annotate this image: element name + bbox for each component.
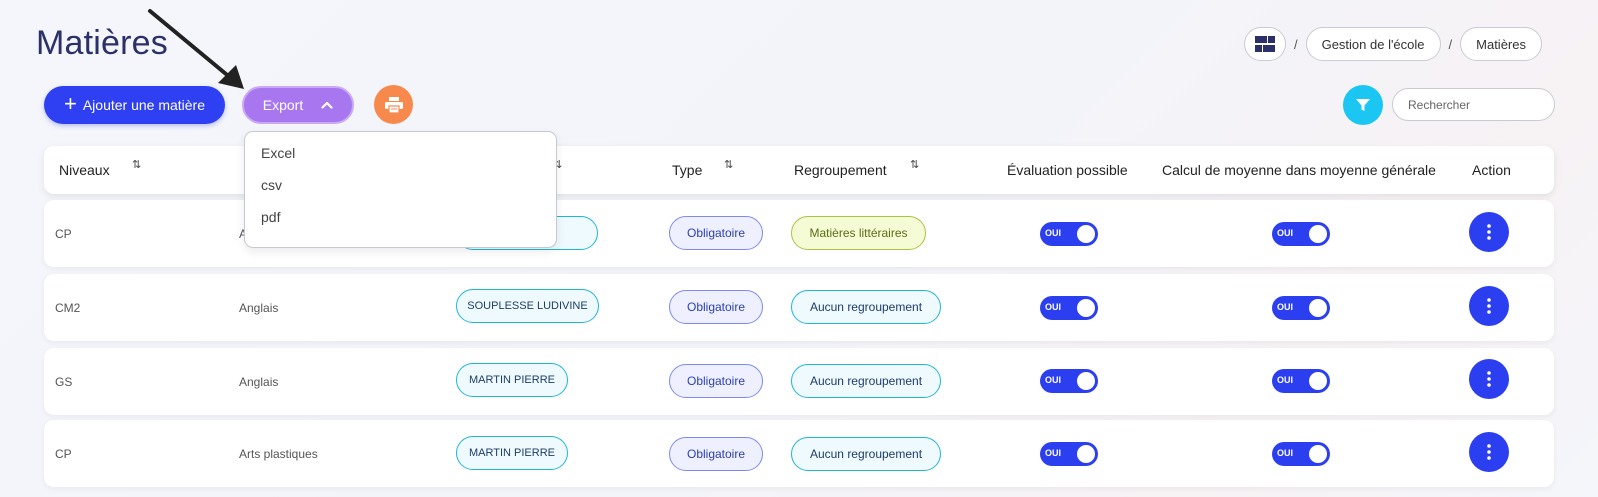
group-badge: Aucun regroupement bbox=[791, 364, 941, 398]
row-actions-button[interactable] bbox=[1469, 286, 1509, 326]
toggle-knob bbox=[1077, 225, 1095, 243]
toggle-label: OUI bbox=[1045, 375, 1062, 385]
group-badge: Matières littéraires bbox=[791, 216, 926, 250]
toggle-label: OUI bbox=[1045, 448, 1062, 458]
average-toggle[interactable]: OUI bbox=[1272, 369, 1330, 393]
export-option-pdf[interactable]: pdf bbox=[261, 209, 281, 225]
cell-niveau: CM2 bbox=[55, 301, 81, 315]
toggle-label: OUI bbox=[1045, 302, 1062, 312]
breadcrumb-home[interactable] bbox=[1243, 27, 1286, 61]
sort-icon[interactable]: ⇅ bbox=[553, 159, 563, 171]
export-option-excel[interactable]: Excel bbox=[261, 145, 296, 161]
sort-icon[interactable]: ⇅ bbox=[910, 159, 920, 171]
breadcrumb-separator: / bbox=[1293, 36, 1298, 52]
average-toggle[interactable]: OUI bbox=[1272, 442, 1330, 466]
toggle-knob bbox=[1077, 299, 1095, 317]
column-header-calcul: Calcul de moyenne dans moyenne générale bbox=[1162, 162, 1436, 178]
export-menu: Excel csv pdf bbox=[244, 131, 557, 248]
page-title: Matières bbox=[36, 24, 168, 62]
column-header-type[interactable]: Type bbox=[672, 162, 703, 178]
group-badge: Aucun regroupement bbox=[791, 290, 941, 324]
evaluation-toggle[interactable]: OUI bbox=[1040, 222, 1098, 246]
filter-button[interactable] bbox=[1343, 85, 1383, 125]
sort-icon[interactable]: ⇅ bbox=[132, 159, 142, 171]
toggle-knob bbox=[1077, 372, 1095, 390]
column-header-niveaux[interactable]: Niveaux bbox=[59, 162, 110, 178]
more-vertical-icon bbox=[1487, 371, 1491, 387]
type-badge: Obligatoire bbox=[669, 216, 763, 250]
column-header-evaluation: Évaluation possible bbox=[1007, 162, 1128, 178]
teacher-badge: MARTIN PIERRE bbox=[456, 363, 568, 397]
printer-icon bbox=[384, 96, 403, 114]
cell-matiere: Anglais bbox=[239, 301, 279, 315]
column-header-action: Action bbox=[1472, 162, 1511, 178]
evaluation-toggle[interactable]: OUI bbox=[1040, 296, 1098, 320]
breadcrumb-item-matieres[interactable]: Matières bbox=[1460, 27, 1542, 61]
cell-niveau: CP bbox=[55, 227, 72, 241]
plus-icon: + bbox=[63, 91, 77, 116]
toggle-knob bbox=[1309, 372, 1327, 390]
toggle-label: OUI bbox=[1277, 448, 1294, 458]
table-row: CP Arts plastiques MARTIN PIERRE Obligat… bbox=[44, 420, 1554, 487]
teacher-badge: SOUPLESSE LUDIVINE bbox=[456, 289, 599, 323]
teacher-badge: MARTIN PIERRE bbox=[456, 436, 568, 470]
table-row: CM2 Anglais SOUPLESSE LUDIVINE Obligatoi… bbox=[44, 274, 1554, 341]
cell-niveau: CP bbox=[55, 447, 72, 461]
toggle-knob bbox=[1309, 225, 1327, 243]
average-toggle[interactable]: OUI bbox=[1272, 222, 1330, 246]
type-badge: Obligatoire bbox=[669, 437, 763, 471]
more-vertical-icon bbox=[1487, 224, 1491, 240]
search-input[interactable] bbox=[1392, 88, 1555, 121]
add-subject-label: Ajouter une matière bbox=[82, 97, 206, 113]
row-actions-button[interactable] bbox=[1469, 212, 1509, 252]
evaluation-toggle[interactable]: OUI bbox=[1040, 369, 1098, 393]
breadcrumb-separator: / bbox=[1448, 36, 1453, 52]
cell-niveau: GS bbox=[55, 375, 73, 389]
average-toggle[interactable]: OUI bbox=[1272, 296, 1330, 320]
dashboard-grid-icon bbox=[1254, 36, 1275, 52]
toggle-label: OUI bbox=[1045, 228, 1062, 238]
print-button[interactable] bbox=[374, 85, 413, 124]
row-actions-button[interactable] bbox=[1469, 432, 1509, 472]
export-label: Export bbox=[262, 97, 304, 113]
toggle-knob bbox=[1077, 445, 1095, 463]
export-button[interactable]: Export bbox=[242, 86, 354, 124]
sort-icon[interactable]: ⇅ bbox=[724, 159, 734, 171]
toggle-knob bbox=[1309, 445, 1327, 463]
annotation-arrow-icon bbox=[148, 9, 244, 89]
type-badge: Obligatoire bbox=[669, 290, 763, 324]
toggle-label: OUI bbox=[1277, 302, 1294, 312]
cell-matiere: A bbox=[239, 227, 248, 241]
toggle-knob bbox=[1309, 299, 1327, 317]
breadcrumb-item-gestion[interactable]: Gestion de l'école bbox=[1305, 27, 1441, 61]
type-badge: Obligatoire bbox=[669, 364, 763, 398]
chevron-up-icon bbox=[321, 101, 333, 109]
row-actions-button[interactable] bbox=[1469, 359, 1509, 399]
export-option-csv[interactable]: csv bbox=[261, 177, 282, 193]
cell-matiere: Arts plastiques bbox=[239, 447, 318, 461]
filter-icon bbox=[1356, 99, 1370, 111]
column-header-regroupement[interactable]: Regroupement bbox=[794, 162, 887, 178]
more-vertical-icon bbox=[1487, 298, 1491, 314]
table-row: GS Anglais MARTIN PIERRE Obligatoire Auc… bbox=[44, 348, 1554, 415]
evaluation-toggle[interactable]: OUI bbox=[1040, 442, 1098, 466]
add-subject-button[interactable]: + Ajouter une matière bbox=[44, 86, 225, 124]
toggle-label: OUI bbox=[1277, 228, 1294, 238]
toggle-label: OUI bbox=[1277, 375, 1294, 385]
cell-matiere: Anglais bbox=[239, 375, 279, 389]
more-vertical-icon bbox=[1487, 444, 1491, 460]
group-badge: Aucun regroupement bbox=[791, 437, 941, 471]
breadcrumb: / Gestion de l'école / Matières bbox=[1243, 27, 1542, 61]
